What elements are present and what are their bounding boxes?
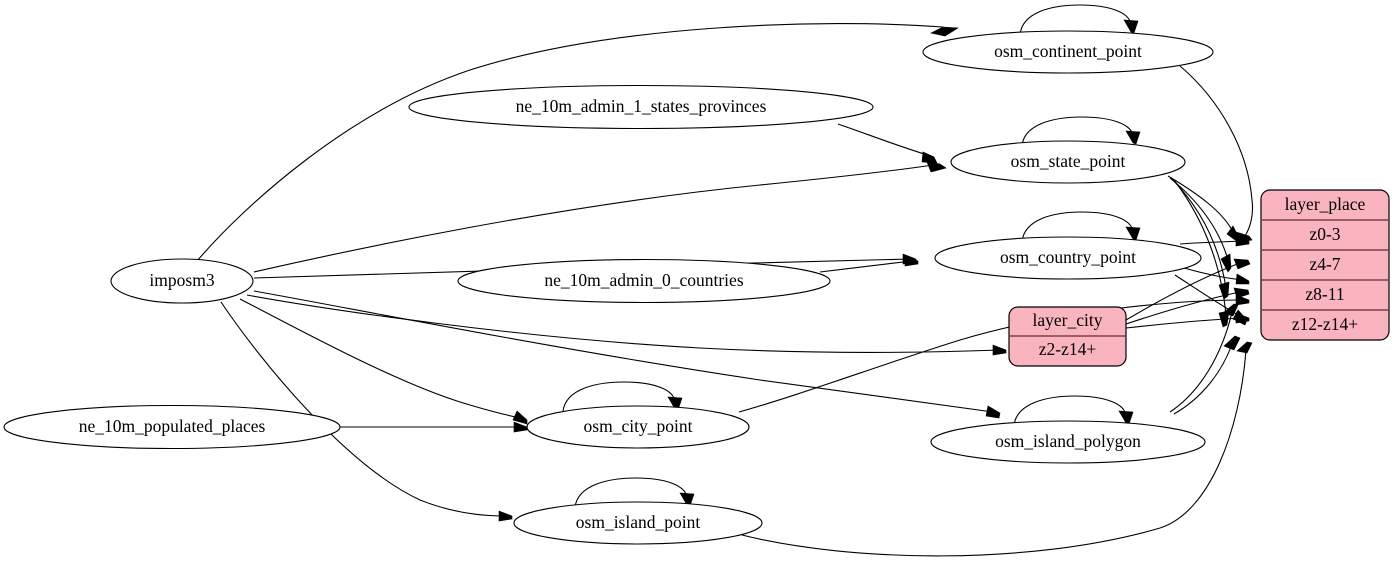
node-osm-state-point[interactable]: osm_state_point: [950, 140, 1186, 184]
node-osm-island-polygon-label: osm_island_polygon: [995, 431, 1141, 451]
node-ne-10m-populated-places[interactable]: ne_10m_populated_places: [3, 404, 341, 450]
layer-place-row-z4-7[interactable]: z4-7: [1309, 254, 1340, 274]
node-ne-populated-label: ne_10m_populated_places: [79, 416, 266, 436]
self-loop-osm-continent-point: [1019, 4, 1139, 36]
layer-city-title: layer_city: [1033, 310, 1103, 330]
layer-place-row-z12-z14[interactable]: z12-z14+: [1292, 314, 1358, 334]
edge-layer-city-to-layer-place-z8: [1125, 287, 1250, 325]
node-ne-admin-1-label: ne_10m_admin_1_states_provinces: [516, 96, 767, 116]
edge-osm-country-point-to-layer-place-z4: [1179, 235, 1250, 247]
edge-layer: [196, 4, 1254, 557]
node-ne-10m-admin-1-states-provinces[interactable]: ne_10m_admin_1_states_provinces: [408, 84, 874, 130]
edge-imposm3-to-osm-continent-point: [196, 23, 959, 262]
node-layer-city[interactable]: layer_city z2-z14+: [1008, 306, 1127, 367]
node-imposm3-label: imposm3: [149, 270, 214, 290]
layer-place-row-z8-11[interactable]: z8-11: [1305, 284, 1344, 304]
edge-imposm3-to-layer-city: [246, 294, 1007, 356]
edge-imposm3-to-osm-state-point: [253, 161, 947, 273]
node-osm-city-point-label: osm_city_point: [584, 416, 693, 436]
self-loop-osm-state-point: [1021, 116, 1141, 147]
edge-imposm3-to-osm-island-point: [220, 301, 513, 522]
node-layer-place[interactable]: layer_place z0-3 z4-7 z8-11 z12-z14+: [1260, 189, 1390, 341]
layer-city-row-z2-z14[interactable]: z2-z14+: [1039, 339, 1097, 359]
node-osm-continent-point-label: osm_continent_point: [994, 41, 1142, 61]
edge-osm-island-polygon-to-layer-place-z12: [1173, 335, 1241, 415]
edge-osm-island-polygon-to-layer-place-z8: [1169, 303, 1239, 413]
edge-osm-island-point-to-layer-place-z12: [741, 341, 1253, 557]
node-layer: imposm3 ne_10m_admin_1_states_provinces …: [3, 30, 1390, 545]
edge-ne-admin-1-to-osm-state-point: [837, 123, 938, 164]
node-ne-admin-0-label: ne_10m_admin_0_countries: [544, 270, 743, 290]
node-imposm3[interactable]: imposm3: [110, 258, 254, 304]
edge-ne-populated-to-osm-city-point: [340, 421, 528, 433]
node-osm-island-point-label: osm_island_point: [576, 512, 701, 532]
node-osm-state-point-label: osm_state_point: [1011, 151, 1126, 171]
node-osm-island-point[interactable]: osm_island_point: [513, 501, 763, 545]
node-osm-island-polygon[interactable]: osm_island_polygon: [930, 420, 1206, 464]
edge-imposm3-to-osm-island-polygon: [253, 290, 1001, 419]
node-ne-10m-admin-0-countries[interactable]: ne_10m_admin_0_countries: [457, 258, 831, 304]
edge-osm-country-point-to-layer-place-z8: [1183, 267, 1250, 285]
edge-ne-admin-0-to-osm-country-point: [819, 255, 919, 273]
edge-imposm3-to-osm-city-point: [239, 298, 528, 425]
self-loop-osm-country-point: [1021, 211, 1141, 243]
layer-place-row-z0-3[interactable]: z0-3: [1309, 224, 1340, 244]
node-osm-country-point[interactable]: osm_country_point: [934, 236, 1202, 280]
edge-osm-continent-point-to-layer-place-z0: [1179, 65, 1254, 243]
node-osm-city-point[interactable]: osm_city_point: [526, 405, 750, 449]
node-osm-continent-point[interactable]: osm_continent_point: [922, 30, 1214, 74]
node-osm-country-point-label: osm_country_point: [1000, 247, 1136, 267]
layer-place-title: layer_place: [1285, 194, 1366, 214]
edge-layer-city-to-layer-place-z4: [1125, 258, 1251, 321]
